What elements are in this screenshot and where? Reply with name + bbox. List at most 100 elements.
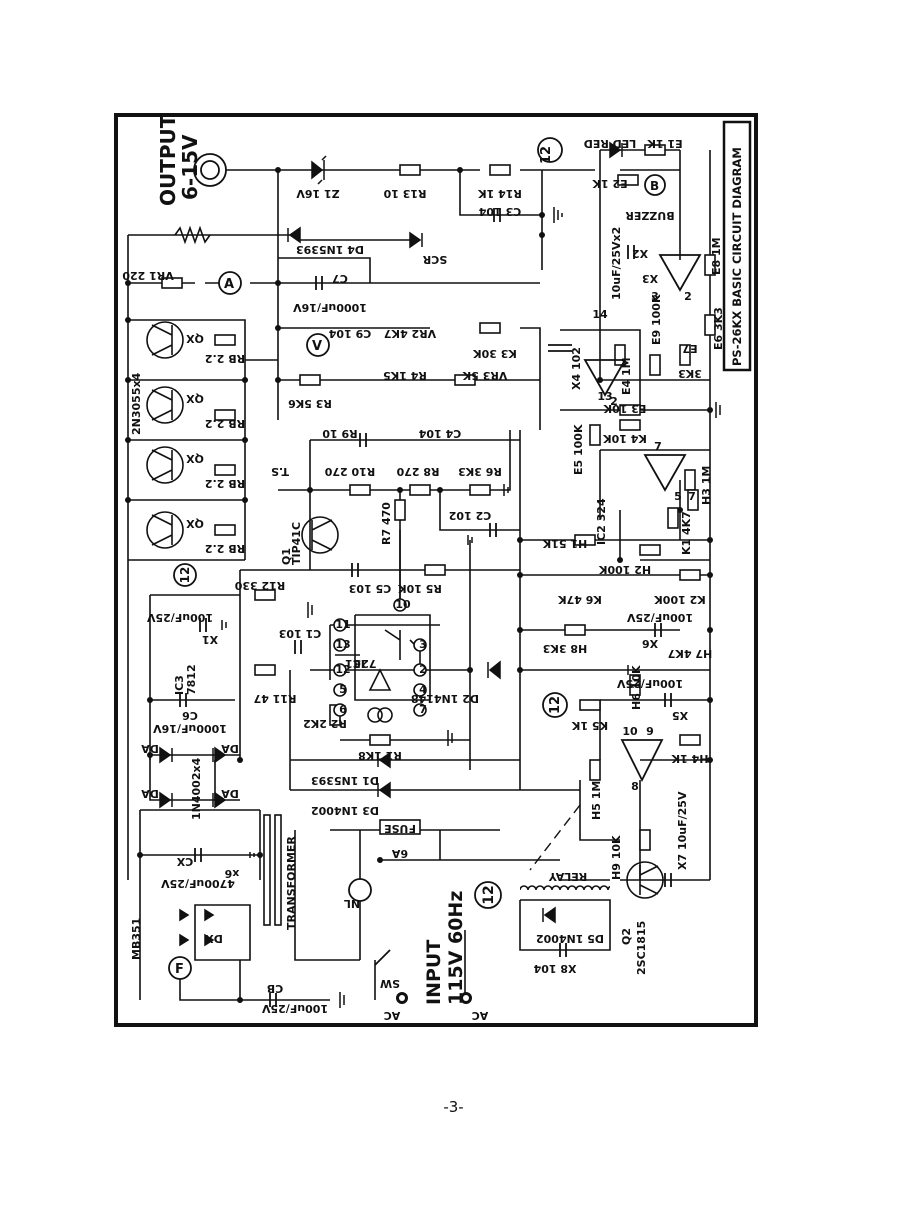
svg-text:6: 6 [339, 703, 347, 716]
svg-text:NL: NL [344, 897, 360, 910]
transformer-label: TRANSFORMER [285, 836, 298, 930]
svg-text:100uF/25V: 100uF/25V [616, 677, 683, 690]
svg-text:SCR: SCR [422, 253, 447, 266]
svg-text:QX: QX [186, 452, 204, 465]
svg-text:H3 1M: H3 1M [700, 466, 713, 505]
svg-text:IC2 324: IC2 324 [595, 498, 608, 545]
svg-text:Q2: Q2 [620, 928, 633, 945]
svg-text:X4 102: X4 102 [570, 347, 583, 390]
svg-text:E5 100K: E5 100K [572, 424, 585, 475]
svg-text:D1 1N5393: D1 1N5393 [311, 774, 379, 787]
input-label: INPUT [423, 940, 445, 1005]
svg-text:100uF/25V: 100uF/25V [261, 1002, 328, 1015]
output-range: 6-15V [178, 134, 202, 200]
svg-text:D3 1N4002: D3 1N4002 [311, 804, 379, 817]
svg-text:DA: DA [221, 787, 239, 800]
svg-text:13: 13 [597, 390, 612, 403]
relay-link [529, 804, 581, 871]
svg-text:TIP41C: TIP41C [290, 522, 303, 565]
svg-text:14: 14 [592, 308, 608, 321]
svg-text:4: 4 [419, 683, 427, 696]
svg-text:E8 1M: E8 1M [710, 237, 723, 275]
switch [374, 949, 391, 966]
svg-text:LED RED: LED RED [584, 137, 637, 150]
fuse-box [379, 819, 421, 835]
diodes [159, 141, 623, 947]
junctions [125, 167, 713, 1003]
labels-rotated: OUTPUT 6-15V INPUT 115V 60Hz TRANSFORMER… [130, 114, 725, 1005]
zener-z1 [317, 155, 327, 185]
meter-letters: A V F B [175, 179, 659, 977]
labels-inverted: Z1 16V R13 10 R14 1K C3 104 SCR D4 1N539… [122, 137, 712, 1022]
svg-text:10: 10 [622, 725, 638, 738]
svg-text:C4 104: C4 104 [418, 427, 461, 440]
svg-text:13: 13 [335, 638, 350, 651]
svg-text:R2 2K2: R2 2K2 [303, 717, 347, 730]
svg-text:H4 1K: H4 1K [671, 752, 708, 765]
svg-text:C3 104: C3 104 [478, 205, 521, 218]
svg-text:3K3: 3K3 [678, 367, 702, 380]
svg-text:E1 1K: E1 1K [647, 137, 683, 150]
svg-text:R8 270: R8 270 [396, 465, 439, 478]
svg-text:X8 104: X8 104 [533, 962, 576, 975]
ic1-body [354, 614, 431, 723]
svg-text:R3 5K6: R3 5K6 [288, 397, 332, 410]
svg-text:100uF/25V: 100uF/25V [626, 611, 693, 624]
svg-text:MB351: MB351 [130, 918, 143, 960]
svg-text:VR2 4K7: VR2 4K7 [384, 327, 436, 340]
svg-text:K1 4K7: K1 4K7 [680, 511, 693, 555]
svg-text:x6: x6 [224, 867, 239, 880]
svg-text:D5 1N4002: D5 1N4002 [536, 932, 604, 945]
grounds [221, 207, 721, 1008]
svg-text:Q1: Q1 [280, 548, 293, 565]
input-spec: 115V 60Hz [445, 891, 467, 1005]
svg-text:RB 2.2: RB 2.2 [205, 417, 245, 430]
svg-text:DA: DA [141, 787, 159, 800]
node-12-markers [173, 137, 568, 909]
svg-text:R9 10: R9 10 [322, 427, 358, 440]
svg-text:6A: 6A [391, 847, 408, 860]
svg-text:E9 100K: E9 100K [650, 294, 663, 345]
svg-text:H5 1M: H5 1M [590, 781, 603, 820]
pin-numbers: 11 13 12 5 6 3 2 4 7 10 14 13 2 7 5 7 10… [335, 290, 695, 793]
svg-text:5: 5 [339, 683, 347, 696]
svg-text:7812: 7812 [185, 664, 198, 695]
svg-text:IC3: IC3 [173, 675, 186, 695]
output-label: OUTPUT [156, 114, 180, 206]
ac-terminals [396, 992, 472, 1004]
svg-text:V: V [312, 339, 322, 354]
svg-text:CB: CB [267, 982, 283, 995]
svg-text:VR3 5K: VR3 5K [462, 369, 507, 382]
svg-text:2N3055x4: 2N3055x4 [130, 372, 143, 435]
svg-text:4700uF/25V: 4700uF/25V [161, 877, 235, 890]
svg-text:5: 5 [674, 490, 682, 503]
svg-text:R13 10: R13 10 [383, 187, 426, 200]
svg-text:QX: QX [186, 517, 204, 530]
svg-text:H8 3K3: H8 3K3 [543, 642, 588, 655]
svg-text:R6 3K3: R6 3K3 [458, 465, 502, 478]
svg-text:R14 1K: R14 1K [478, 187, 522, 200]
svg-text:R10 270: R10 270 [324, 465, 375, 478]
svg-text:H7 4K7: H7 4K7 [668, 647, 713, 660]
title-box: PS-26KX BASIC CIRCUIT DIAGRAM [722, 120, 752, 372]
svg-text:R5 10K: R5 10K [398, 582, 442, 595]
svg-text:C1 103: C1 103 [279, 627, 322, 640]
svg-text:R7: R7 [380, 529, 393, 545]
svg-text:12: 12 [178, 567, 192, 584]
svg-text:12: 12 [539, 146, 554, 164]
svg-text:CX: CX [176, 855, 193, 868]
diagram-title: PS-26KX BASIC CIRCUIT DIAGRAM [730, 147, 744, 366]
svg-text:C5 103: C5 103 [349, 582, 392, 595]
svg-text:R11 47: R11 47 [254, 692, 297, 705]
svg-text:SW: SW [380, 977, 400, 990]
svg-text:12: 12 [548, 696, 563, 714]
svg-text:D2 1N4148: D2 1N4148 [411, 692, 479, 705]
svg-text:3: 3 [651, 290, 659, 303]
svg-text:2: 2 [419, 663, 427, 676]
svg-text:X3: X3 [642, 272, 658, 285]
svg-text:R4 1K5: R4 1K5 [383, 369, 427, 382]
svg-text:3: 3 [419, 638, 427, 651]
capacitors [179, 208, 672, 1007]
svg-text:K5 1K: K5 1K [571, 719, 608, 732]
svg-text:10uF/25Vx2: 10uF/25Vx2 [610, 227, 623, 300]
